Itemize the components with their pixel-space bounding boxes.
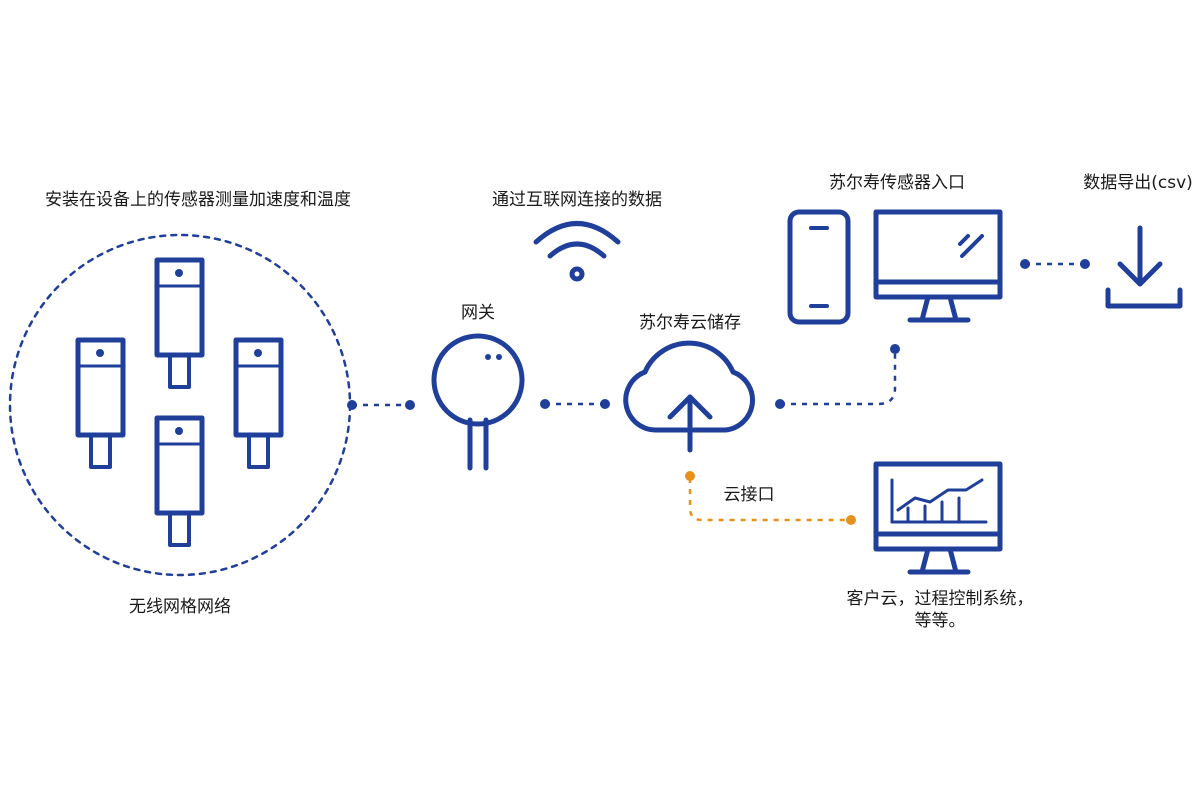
internet-data-label: 通过互联网连接的数据 [492, 190, 662, 210]
gateway-label: 网关 [461, 303, 495, 323]
customer-cloud-label-line2: 等等。 [914, 611, 966, 631]
customer-cloud-label-line1: 客户云，过程控制系统， [846, 589, 1034, 609]
data-export-label: 数据导出(csv) [1083, 173, 1193, 193]
wifi-icon [533, 221, 621, 282]
sensor-icon [233, 337, 284, 469]
smartphone-icon [787, 209, 851, 325]
download-icon [1105, 225, 1183, 309]
desktop-monitor-icon [873, 209, 1003, 323]
chart-monitor-icon [873, 461, 1003, 575]
connector-portal-export [1020, 259, 1090, 269]
mesh-network-label: 无线网格网络 [129, 597, 231, 617]
connector-cloud-portal [775, 344, 900, 409]
connector-gateway-cloud [540, 399, 610, 409]
connector-mesh-gateway [347, 400, 415, 410]
sensor-icon [75, 337, 126, 469]
connector-cloud-interface [685, 471, 856, 525]
sensor-icon [154, 257, 205, 389]
sensor-portal-label: 苏尔寿传感器入口 [829, 173, 965, 193]
sensors-caption: 安装在设备上的传感器测量加速度和温度 [45, 190, 351, 210]
cloud-upload-icon [623, 340, 755, 453]
gateway-icon [431, 333, 525, 471]
sensor-icon [154, 415, 205, 547]
cloud-interface-label: 云接口 [723, 485, 775, 505]
cloud-storage-label: 苏尔寿云储存 [639, 313, 741, 333]
